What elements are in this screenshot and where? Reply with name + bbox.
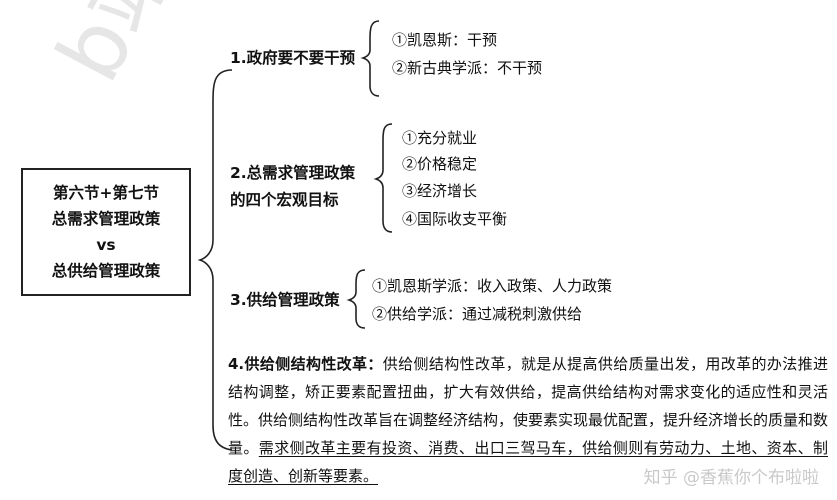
branch-2-item-4: ④国际收支平衡	[402, 210, 508, 228]
branch-1-item-1: ①凯恩斯：干预	[392, 31, 498, 49]
title-line-1: 第六节+第七节	[53, 184, 159, 202]
branch-4-paragraph: 4.供给侧结构性改革：供给侧结构性改革，就是从提高供给质量出发，用改革的办法推进…	[228, 350, 828, 490]
zhihu-credit: 知乎 @香蕉你个布啦啦	[643, 468, 819, 488]
branch-2-item-3: ③经济增长	[402, 182, 478, 200]
branch-3-item-2: ②供给学派：通过减税刺激供给	[372, 305, 583, 323]
brace-3	[346, 269, 366, 329]
title-line-4: 总供给管理政策	[51, 262, 161, 280]
branch-2-heading-line-2: 的四个宏观目标	[230, 191, 339, 209]
brace-1	[360, 20, 380, 97]
branch-2-heading-line-1: 2.总需求管理政策	[230, 164, 356, 182]
branch-4-underlined-text: 需求侧改革主要有投资、消费、出口三驾马车，供给侧则有劳动力、土地、资本、制度创造…	[228, 439, 828, 485]
branch-4-body: 供给侧结构性改革，就是从提高供给质量出发，用改革的办法推进结构调整，矫正要素配置…	[228, 355, 829, 457]
branch-3-heading: 3.供给管理政策	[230, 291, 340, 309]
brace-2	[373, 123, 393, 233]
branch-3-item-1: ①凯恩斯学派：收入政策、人力政策	[372, 277, 613, 295]
title-line-3: vs	[96, 236, 116, 254]
title-line-2: 总需求管理政策	[51, 210, 161, 228]
title-box: 第六节+第七节 总需求管理政策 vs 总供给管理政策	[21, 168, 191, 296]
branch-1-heading: 1.政府要不要干预	[230, 49, 356, 67]
branch-2-item-2: ②价格稳定	[402, 155, 478, 173]
main-brace	[197, 69, 233, 451]
branch-4-heading: 4.供给侧结构性改革：	[228, 355, 383, 373]
branch-2-item-1: ①充分就业	[402, 129, 478, 147]
branch-1-item-2: ②新古典学派：不干预	[392, 59, 543, 77]
